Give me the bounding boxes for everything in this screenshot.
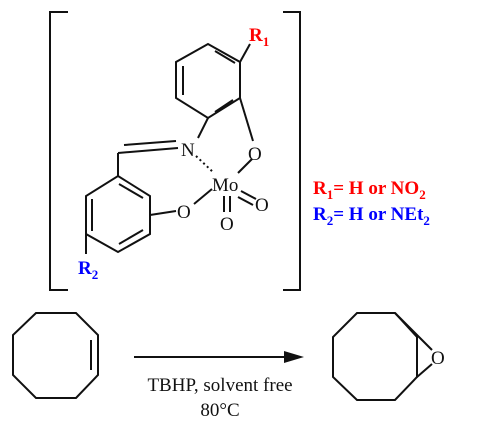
r1-label: R1 [249,25,269,49]
phenolate-oxygen-bottom: O [177,202,191,223]
epoxide-oxygen: O [431,348,445,369]
cyclooctene-oxide-structure [332,312,433,401]
cyclooctene-structure [12,312,99,399]
molybdenum-atom: Mo [212,175,238,196]
n-mo-dative-bond [195,155,215,174]
mo-oxo-down-double-bond [223,196,231,212]
r2-label: R2 [78,258,98,282]
mo-oxo-right-double-bond [237,190,257,206]
conditions-line-2: 80°C [200,400,239,421]
upper-aminophenol-ring [175,42,241,120]
o-top-mo-bond [237,158,253,174]
reaction-arrow [134,351,304,363]
legend-r1: R1= H or NO2 [313,178,426,202]
imine-double-bond [117,140,179,154]
ring-to-o-top-bond [239,97,254,142]
legend-r2: R2= H or NEt2 [313,204,430,228]
complex-bracket-right [283,11,301,291]
mo-o-bottom-bond [193,188,213,205]
imine-nitrogen: N [181,140,195,161]
oxo-oxygen-down: O [220,214,234,235]
r1-bond [239,43,251,63]
complex-bracket-left [49,11,68,291]
ring-to-o-bottom-bond [149,210,177,216]
oxo-oxygen-right: O [255,195,269,216]
conditions-line-1: TBHP, solvent free [147,375,292,396]
ring-to-n-bond [197,117,209,139]
lower-salicylidene-ring [85,174,151,254]
